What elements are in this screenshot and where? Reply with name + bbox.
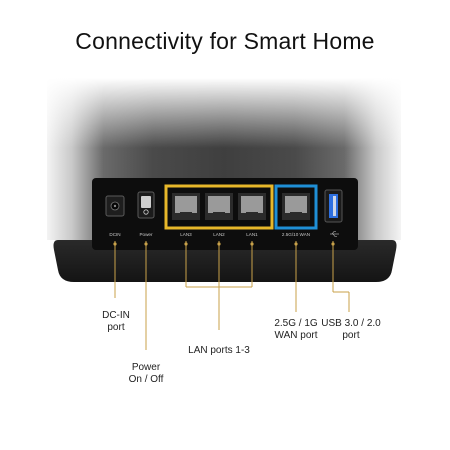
wan-port	[282, 193, 310, 220]
panel-label-lan1: LAN1	[246, 232, 258, 237]
usb-port	[324, 189, 343, 223]
callout-usb-line1: USB 3.0 / 2.0	[321, 318, 381, 329]
panel-label-lan3: LAN3	[180, 232, 192, 237]
router-top-fade	[47, 78, 401, 148]
leader-dots	[113, 242, 335, 246]
callout-wan-line2: WAN port	[274, 330, 318, 341]
leader-lines	[114, 241, 350, 350]
callout-lan: LAN ports 1-3	[179, 345, 259, 357]
panel-label-power: Power	[139, 232, 152, 237]
callout-wan-line1: 2.5G / 1G	[274, 318, 318, 329]
callout-dcin-line1: DC-IN	[102, 310, 130, 321]
callout-usb-line2: port	[342, 330, 360, 341]
callout-lan-line1: LAN ports 1-3	[188, 345, 250, 356]
callout-dcin-line2: port	[107, 322, 125, 333]
usb-symbol-icon	[330, 231, 339, 237]
dcin-jack	[105, 195, 125, 217]
lan2-port	[205, 193, 233, 220]
lan1-port	[238, 193, 266, 220]
panel-label-wan: 2.5G/10 WAN	[282, 232, 310, 237]
wan-highlight-frame	[274, 184, 318, 230]
power-switch	[137, 191, 155, 219]
callout-power-line1: Power	[131, 362, 161, 373]
panel-label-dcin: DCIN	[109, 232, 120, 237]
lan-highlight-frame	[164, 184, 274, 230]
headline: Connectivity for Smart Home	[75, 28, 375, 54]
callout-power-line2: On / Off	[128, 374, 164, 385]
callout-usb: USB 3.0 / 2.0 port	[316, 318, 386, 342]
panel-label-lan2: LAN2	[213, 232, 225, 237]
callout-power: Power On / Off	[116, 362, 176, 386]
router-base	[53, 240, 397, 282]
callout-dcin: DC-IN port	[88, 310, 144, 334]
lan3-port	[172, 193, 200, 220]
callout-wan: 2.5G / 1G WAN port	[266, 318, 326, 342]
